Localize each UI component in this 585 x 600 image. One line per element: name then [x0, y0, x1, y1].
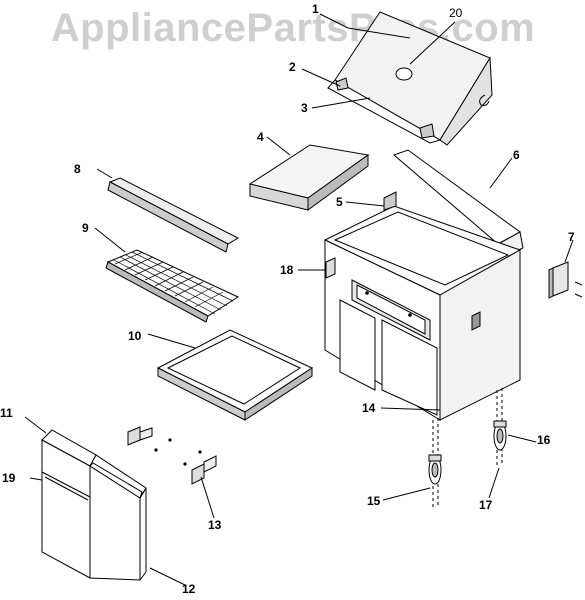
- callout-13: 13: [208, 518, 222, 532]
- callout-14: 14: [362, 401, 376, 415]
- part-hinges: [127, 426, 217, 485]
- part-rail: [107, 177, 240, 253]
- callout-18: 18: [280, 263, 294, 277]
- part-shelf: [156, 329, 314, 421]
- callout-7: 7: [568, 230, 575, 244]
- callout-12: 12: [182, 582, 196, 596]
- callout-4: 4: [257, 130, 264, 144]
- callout-3: 3: [301, 101, 308, 115]
- callout-11: 11: [0, 406, 13, 420]
- callout-20: 20: [449, 6, 463, 20]
- callout-8: 8: [74, 162, 81, 176]
- callout-5: 5: [336, 195, 343, 209]
- callout-10: 10: [128, 329, 142, 343]
- part-tray: [248, 144, 370, 211]
- part-wire-rack: [105, 249, 240, 323]
- part-bracket: [548, 261, 583, 299]
- callout-19: 19: [2, 471, 16, 485]
- callout-9: 9: [82, 221, 89, 235]
- callout-17: 17: [479, 498, 493, 512]
- part-doors: [41, 429, 147, 581]
- callout-1: 1: [312, 2, 319, 16]
- leader-lines: [24, 13, 574, 586]
- part-legs-and-casters: [428, 388, 507, 508]
- part-hood: [327, 11, 493, 146]
- callout-labels: 1 2 3 4 5 6 7 8 9 10 11 12 13 14 15 16 1…: [0, 2, 575, 596]
- callout-2: 2: [289, 60, 296, 74]
- callout-15: 15: [367, 494, 381, 508]
- callout-6: 6: [513, 148, 520, 162]
- part-cabinet: [323, 149, 524, 421]
- callout-16: 16: [537, 433, 551, 447]
